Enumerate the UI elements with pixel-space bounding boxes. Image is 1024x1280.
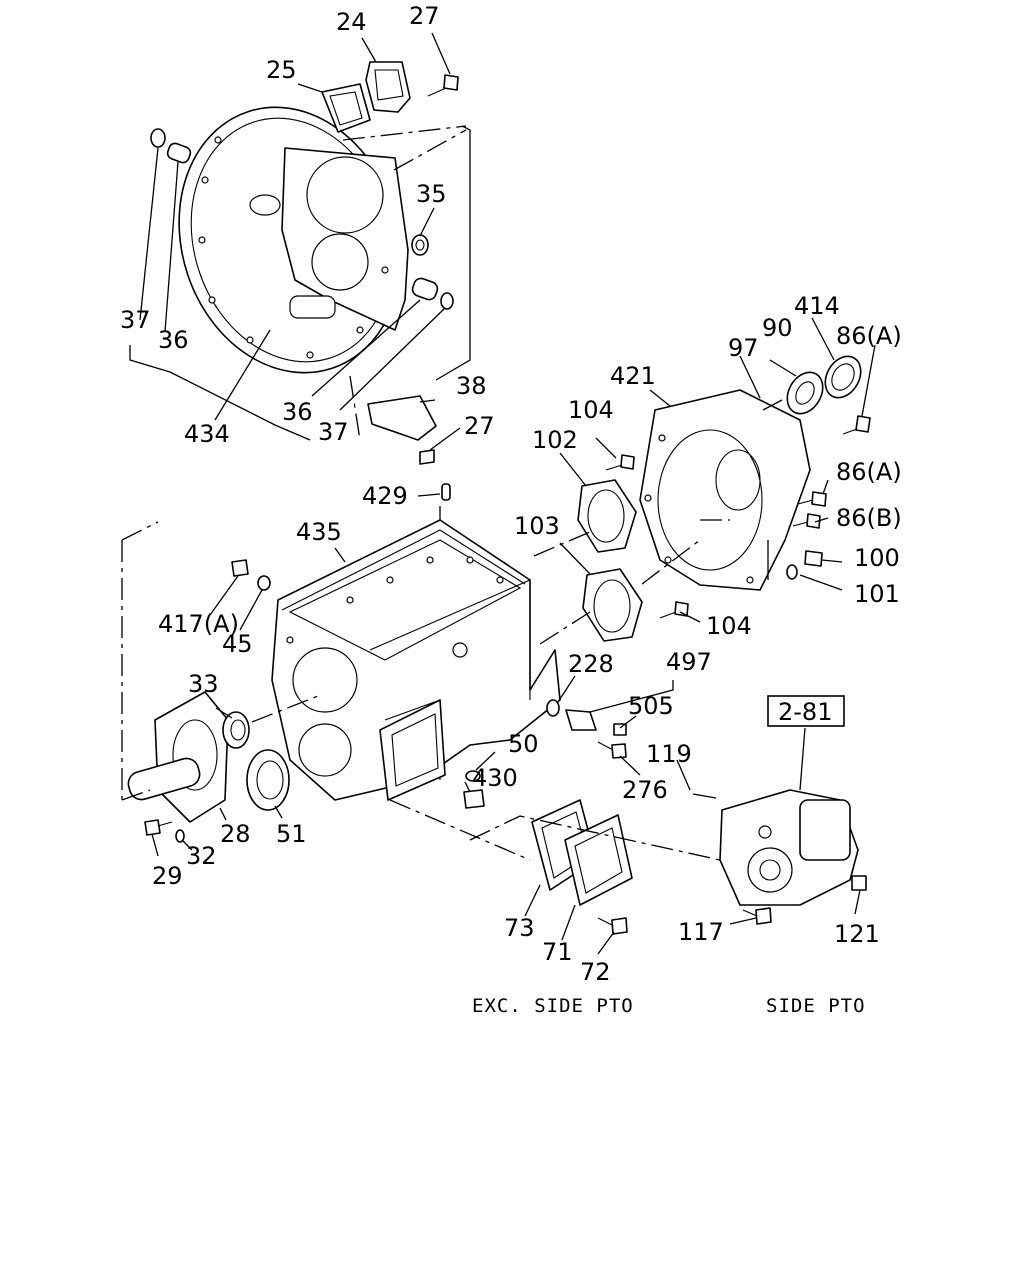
bolt-417a [231,559,249,577]
callout-29: 29 [152,862,183,890]
gasket-25 [321,83,371,133]
callout-228: 228 [568,650,614,678]
callout-121: 121 [834,920,880,948]
callout-51: 51 [276,820,307,848]
reference-box-2-81 [767,695,845,727]
stud-97 [762,399,783,411]
cover-plate-24 [365,61,411,113]
callout-117: 117 [678,918,724,946]
seal-51 [246,749,290,811]
callout-72: 72 [580,958,611,986]
bolt-505 [613,723,627,736]
oring-101 [786,564,798,580]
bolt-104-lower [659,601,689,619]
callout-38: 38 [456,372,487,400]
callout-37-lower: 37 [318,418,349,446]
seal-90 [786,371,824,415]
callout-429: 429 [362,482,408,510]
callout-37-upper: 37 [120,306,151,334]
bolt-27-upper [427,74,459,97]
callout-119: 119 [646,740,692,768]
callout-430: 430 [472,764,518,792]
retainer-102 [577,479,637,553]
bolt-86a-upper [842,415,871,435]
callout-103: 103 [514,512,560,540]
dowel-36-lower [411,277,439,301]
bolt-29 [144,819,173,836]
bushing-37-upper [150,128,166,148]
callout-100: 100 [854,544,900,572]
plug-100 [804,550,823,567]
callout-435: 435 [296,518,342,546]
dash-lines [121,125,730,861]
callout-497: 497 [666,648,712,676]
callout-417a: 417(A) [158,610,239,638]
stud-119 [692,793,717,799]
bell-housing-434 [178,106,409,374]
oring-50 [465,770,481,782]
callout-labels: 24 27 25 35 37 36 434 36 37 38 27 414 90… [120,2,902,986]
bolt-86a-lower [797,491,827,507]
bolt-86b [792,513,821,529]
callout-24: 24 [336,8,367,36]
bearing-33 [222,711,250,749]
callout-104-lower: 104 [706,612,752,640]
callout-50: 50 [508,730,539,758]
pto-unit [719,789,859,906]
callout-86a-upper: 86(A) [836,322,902,350]
retainer-103 [582,568,643,642]
bushing-37-lower [440,292,454,310]
callout-97: 97 [728,334,759,362]
callout-28: 28 [220,820,251,848]
callout-33: 33 [188,670,219,698]
leader-lines [129,32,876,955]
variant-captions: EXC. SIDE PTO SIDE PTO [472,995,866,1017]
callout-71: 71 [542,938,573,966]
callout-2-81: 2-81 [778,698,832,726]
callout-101: 101 [854,580,900,608]
pin-429 [441,483,451,501]
rear-cover-421 [639,389,811,591]
bolt-72 [597,917,628,935]
callout-434: 434 [184,420,230,448]
callout-414: 414 [794,292,840,320]
nut-121 [851,875,867,891]
callout-90: 90 [762,314,793,342]
cover-38 [367,395,437,441]
callout-36-upper: 36 [158,326,189,354]
fitting-497 [565,709,597,731]
oring-228 [546,699,560,717]
callout-421: 421 [610,362,656,390]
seal-414 [824,355,862,399]
bolt-27-lower [419,449,435,465]
callout-102: 102 [532,426,578,454]
callout-505: 505 [628,692,674,720]
callout-27-lower: 27 [464,412,495,440]
callout-73: 73 [504,914,535,942]
bolt-104-upper [605,454,635,471]
callout-86a-lower: 86(A) [836,458,902,486]
callout-104-upper: 104 [568,396,614,424]
transmission-case-435 [271,519,561,801]
front-cover-28 [127,691,229,823]
bolt-117 [742,907,772,925]
plug-430 [463,789,485,809]
callout-25: 25 [266,56,297,84]
caption-exc-side-pto: EXC. SIDE PTO [472,995,634,1017]
callout-27-upper: 27 [409,2,440,30]
bushing-35 [411,234,429,256]
washer-32 [175,829,185,843]
callout-86b: 86(B) [836,504,902,532]
bolt-276 [597,741,627,759]
caption-side-pto: SIDE PTO [766,995,866,1017]
callout-45: 45 [222,630,253,658]
callout-35: 35 [416,180,447,208]
callout-276: 276 [622,776,668,804]
washer-45 [257,575,271,591]
callout-36-lower: 36 [282,398,313,426]
callout-32: 32 [186,842,217,870]
dowel-36-upper [166,142,192,164]
